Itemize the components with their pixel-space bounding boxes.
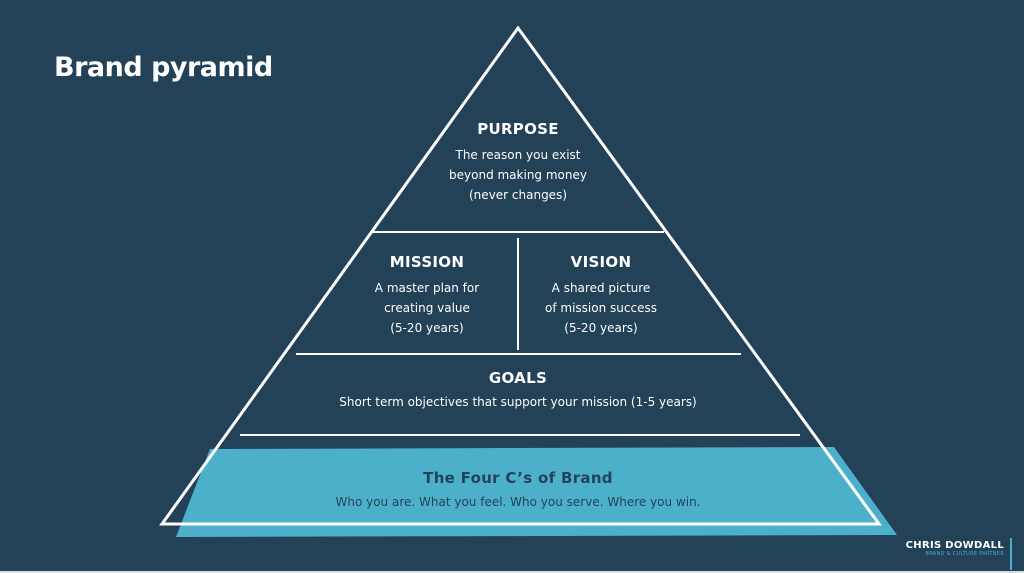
purpose-line: (never changes) <box>469 188 567 202</box>
four-cs-heading: The Four C’s of Brand <box>423 469 613 487</box>
purpose-line: The reason you exist <box>455 148 581 162</box>
four-cs-band <box>176 447 897 537</box>
four-cs-line: Who you are. What you feel. Who you serv… <box>335 495 701 509</box>
logo-accent-bar <box>1010 538 1012 570</box>
goals-heading: GOALS <box>488 369 548 387</box>
mission-line: creating value <box>384 301 470 315</box>
vision-line: (5-20 years) <box>564 321 638 335</box>
logo-tagline: BRAND & CULTURE PARTNER <box>925 551 1004 557</box>
four-cs-section: The Four C’s of Brand Who you are. What … <box>268 469 768 512</box>
mission-heading: MISSION <box>389 253 465 271</box>
mission-section: MISSION A master plan for creating value… <box>347 253 507 338</box>
vision-line: of mission success <box>545 301 657 315</box>
goals-line: Short term objectives that support your … <box>339 395 697 409</box>
goals-section: GOALS Short term objectives that support… <box>268 369 768 412</box>
brand-logo: CHRIS DOWDALL BRAND & CULTURE PARTNER <box>906 540 1004 557</box>
logo-name: CHRIS DOWDALL <box>905 540 1004 551</box>
mission-line: A master plan for <box>374 281 480 295</box>
purpose-line: beyond making money <box>449 168 587 182</box>
vision-line: A shared picture <box>551 281 651 295</box>
vision-heading: VISION <box>570 253 632 271</box>
vision-section: VISION A shared picture of mission succe… <box>521 253 681 338</box>
pyramid-outline <box>159 25 882 526</box>
page-title: Brand pyramid <box>54 52 273 83</box>
purpose-section: PURPOSE The reason you exist beyond maki… <box>418 120 618 205</box>
purpose-heading: PURPOSE <box>477 120 559 138</box>
mission-line: (5-20 years) <box>390 321 464 335</box>
